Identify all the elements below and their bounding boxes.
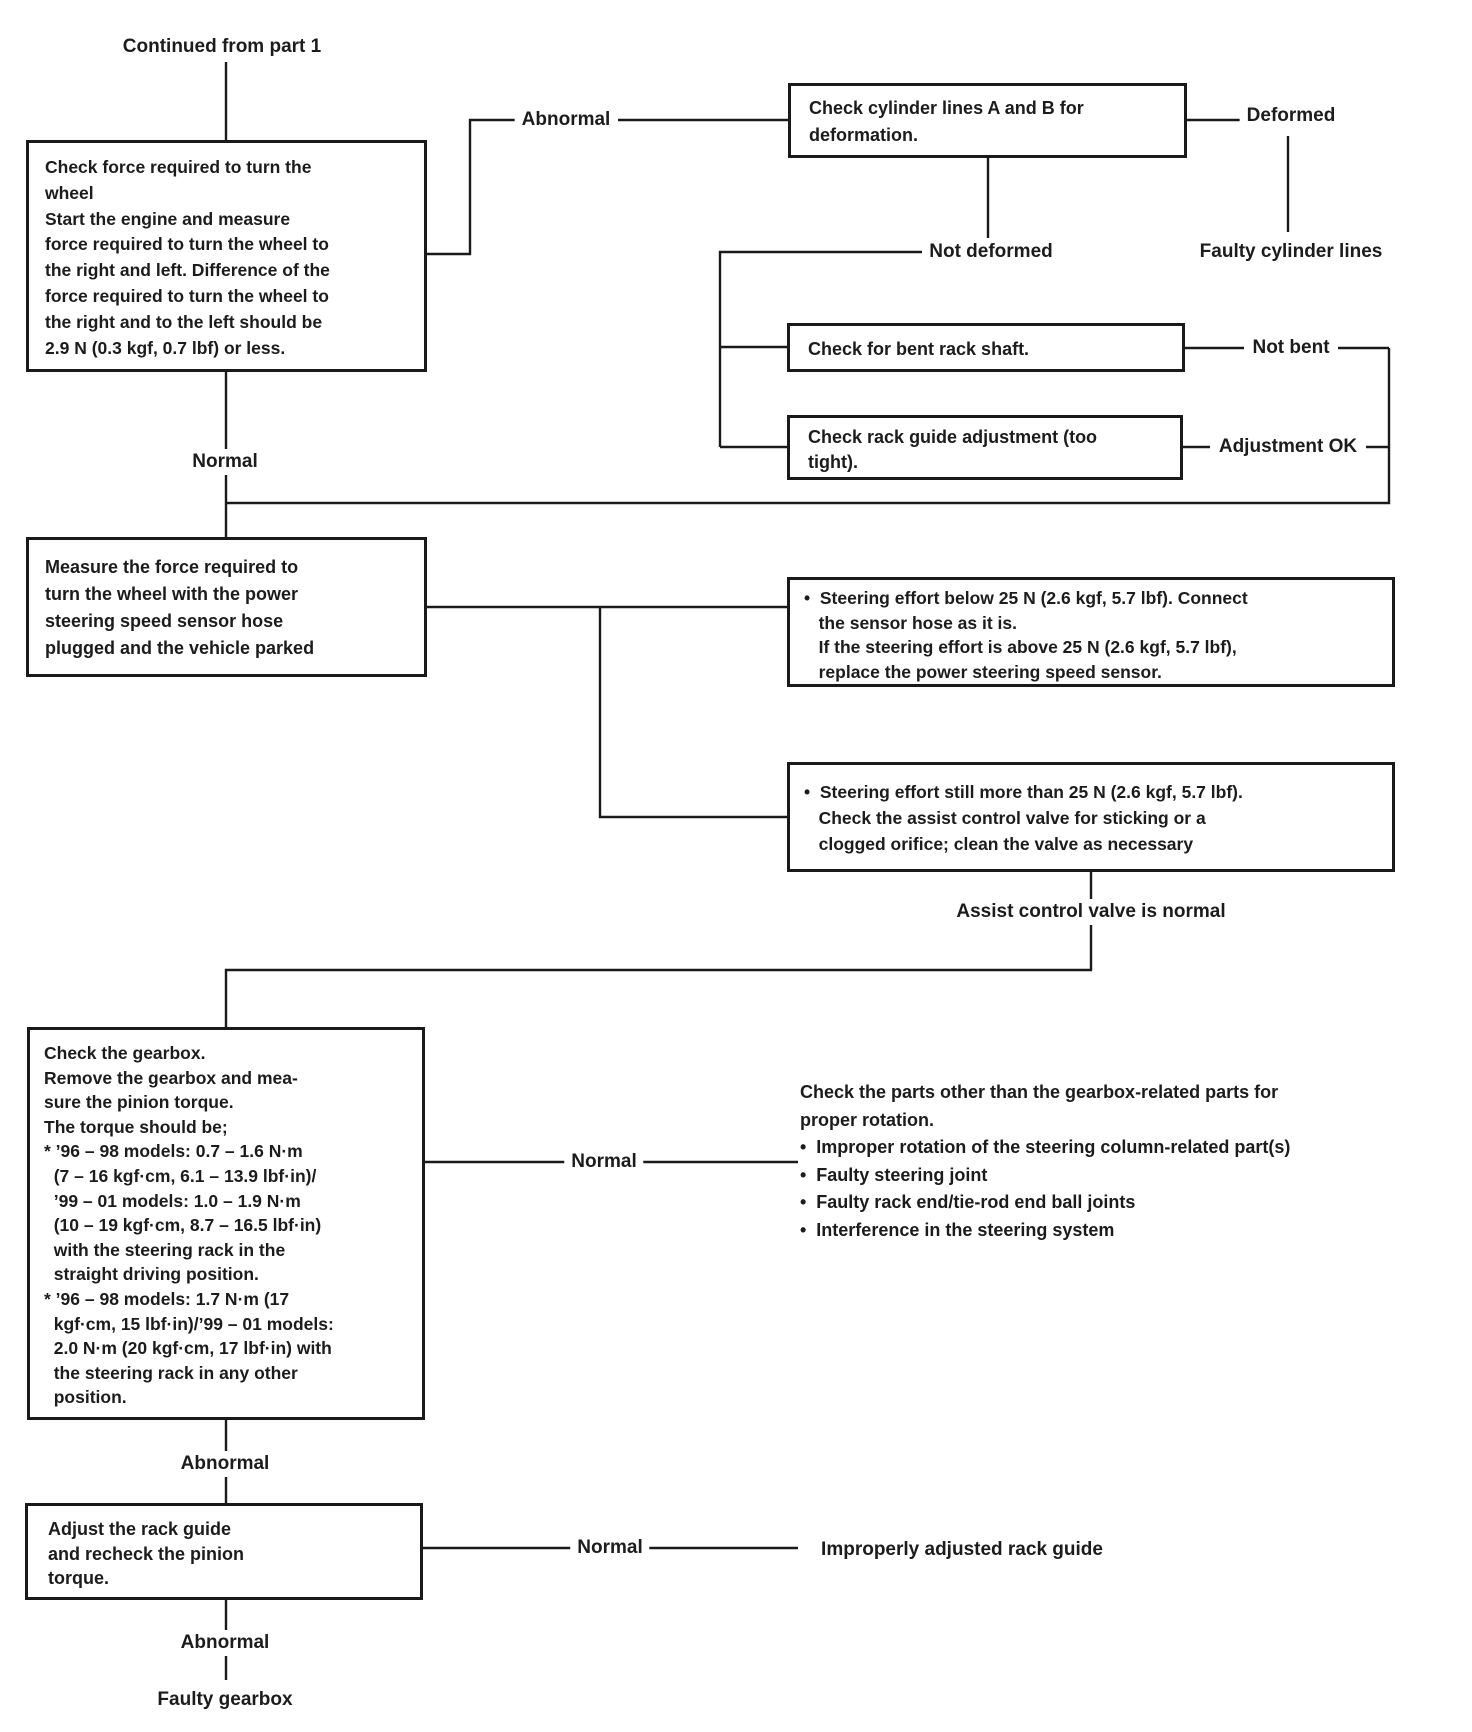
box-steering-effort-below: • Steering effort below 25 N (2.6 kgf, 5… — [787, 577, 1395, 687]
label-normal-1: Normal — [185, 449, 265, 475]
box-check-force: Check force required to turn the wheel S… — [26, 140, 427, 372]
box-check-gearbox: Check the gearbox. Remove the gearbox an… — [27, 1027, 425, 1420]
label-continued-from-part-1: Continued from part 1 — [115, 34, 329, 60]
label-abnormal-3: Abnormal — [173, 1630, 277, 1656]
label-faulty-gearbox: Faulty gearbox — [150, 1687, 300, 1713]
connectors — [224, 62, 1391, 1680]
label-assist-valve-normal: Assist control valve is normal — [949, 899, 1233, 925]
label-not-deformed: Not deformed — [922, 239, 1060, 265]
label-normal-3: Normal — [570, 1535, 650, 1561]
label-abnormal-top: Abnormal — [514, 107, 618, 133]
label-improperly-adjusted: Improperly adjusted rack guide — [814, 1537, 1110, 1563]
box-adjust-rack-guide: Adjust the rack guide and recheck the pi… — [25, 1503, 423, 1600]
box-check-rack-guide-adjustment: Check rack guide adjustment (too tight). — [787, 415, 1183, 480]
box-check-bent-rack-shaft: Check for bent rack shaft. — [787, 323, 1185, 372]
label-not-bent: Not bent — [1245, 335, 1337, 361]
label-normal-2: Normal — [564, 1149, 644, 1175]
box-check-cylinder-lines: Check cylinder lines A and B for deforma… — [788, 83, 1187, 158]
note-check-other-parts: Check the parts other than the gearbox-r… — [800, 1082, 1291, 1240]
label-faulty-cylinder-lines: Faulty cylinder lines — [1192, 239, 1390, 265]
label-abnormal-2: Abnormal — [173, 1451, 277, 1477]
box-steering-effort-still-more: • Steering effort still more than 25 N (… — [787, 762, 1395, 872]
box-measure-force: Measure the force required to turn the w… — [26, 537, 427, 677]
label-adjustment-ok: Adjustment OK — [1211, 434, 1365, 460]
label-deformed: Deformed — [1239, 103, 1343, 129]
